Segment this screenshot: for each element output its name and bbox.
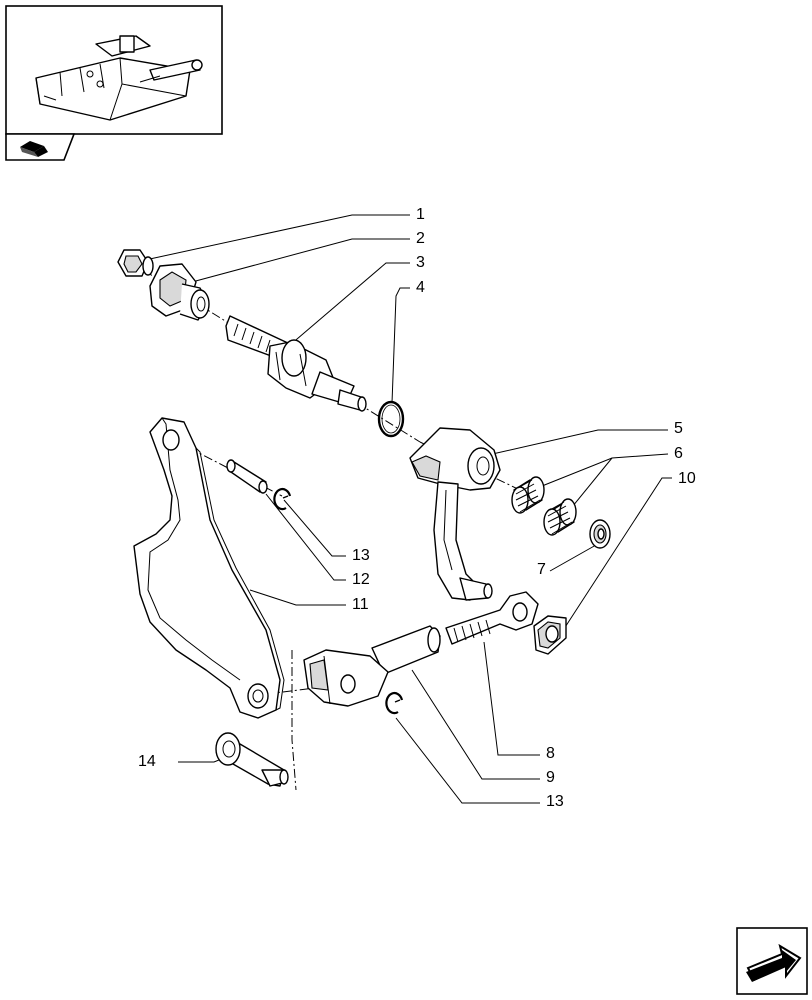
callout-5: 5 [674, 420, 683, 437]
callout-9: 9 [546, 769, 555, 786]
callout-14: 14 [138, 753, 156, 770]
part-14-clevis-pin [215, 732, 289, 787]
callout-7: 7 [537, 561, 546, 578]
leader-lines [135, 214, 672, 804]
callout-4: 4 [416, 279, 425, 296]
next-page-button[interactable] [736, 927, 808, 995]
callout-labels: 1 2 3 4 5 6 10 7 13 12 11 14 8 9 13 [138, 206, 696, 810]
book-section-icon [20, 141, 48, 157]
callout-2: 2 [416, 230, 425, 247]
part-12-pin [226, 459, 268, 494]
part-11-bracket-plate [133, 417, 285, 719]
part-6-needle-bearings [511, 476, 577, 536]
callout-1: 1 [416, 206, 425, 223]
assembly-thumbnail [5, 5, 223, 161]
part-2-adjusting-nut [149, 263, 210, 321]
callout-13-lower: 13 [546, 793, 564, 810]
part-1-nut [117, 249, 154, 277]
part-3-threaded-shaft [225, 315, 367, 412]
callout-12: 12 [352, 571, 370, 588]
callout-11: 11 [352, 596, 369, 613]
part-8-threaded-rod [445, 591, 539, 645]
part-10-clip-plate [533, 615, 567, 655]
callout-13-upper: 13 [352, 547, 370, 564]
part-13-circlip-lower [385, 691, 404, 715]
callout-3: 3 [416, 254, 425, 271]
part-5-lever-arm [409, 427, 501, 601]
part-13-circlip-upper [273, 487, 292, 511]
part-9-clevis-link [303, 625, 441, 707]
part-4-o-ring [377, 400, 405, 438]
callout-8: 8 [546, 745, 555, 762]
bearing-lower [543, 498, 577, 536]
bearing-upper [511, 476, 545, 514]
tractor-hitch-assembly-thumbnail-icon [35, 35, 203, 121]
callout-10: 10 [678, 470, 696, 487]
next-page-arrow-icon [746, 943, 802, 982]
callout-6: 6 [674, 445, 683, 462]
part-7-washer [589, 519, 611, 549]
